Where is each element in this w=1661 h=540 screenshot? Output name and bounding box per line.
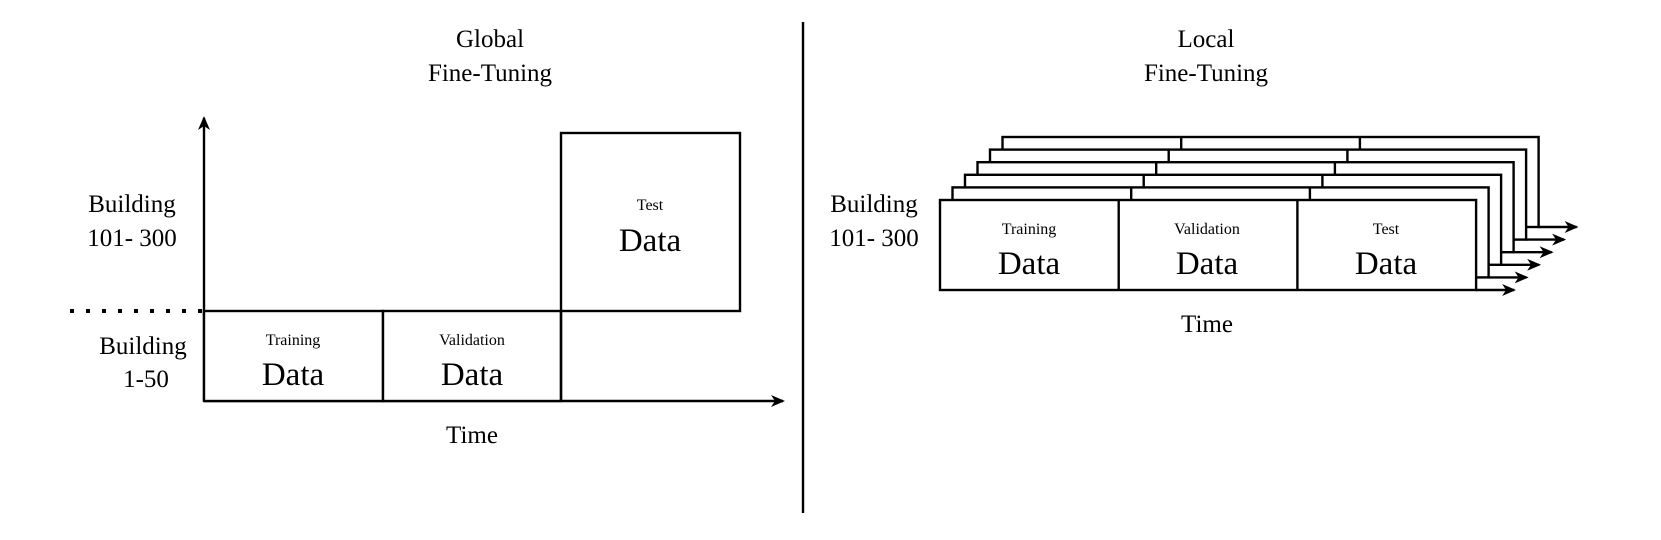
local-stack-layer <box>938 198 1517 296</box>
global-test-block <box>559 131 742 313</box>
local-building-stack <box>938 135 1579 296</box>
global-training-content: Data <box>262 357 325 393</box>
global-test-label: Test <box>637 197 664 214</box>
local-group-line2: 101- 300 <box>829 225 919 252</box>
global-group-bottom-line1: Building <box>99 333 187 360</box>
global-title-line1: Global <box>456 26 524 53</box>
local-title-line2: Fine-Tuning <box>1144 60 1269 87</box>
local-group-line1: Building <box>830 191 918 218</box>
global-training-block <box>202 309 385 403</box>
global-title-line2: Fine-Tuning <box>428 60 553 87</box>
local-test-label: Test <box>1373 221 1400 238</box>
global-training-label: Training <box>266 332 321 349</box>
local-panel: Local Fine-Tuning Building 101- 300 Trai… <box>829 26 1579 338</box>
local-validation-label: Validation <box>1174 221 1240 238</box>
local-validation-content: Data <box>1176 246 1239 282</box>
local-title-line1: Local <box>1178 26 1235 53</box>
global-validation-content: Data <box>441 357 504 393</box>
local-layer-box <box>938 198 1478 292</box>
global-group-bottom-line2: 1-50 <box>123 366 169 393</box>
local-x-axis-label: Time <box>1181 311 1233 338</box>
global-x-axis-label: Time <box>446 422 498 449</box>
local-test-content: Data <box>1355 246 1418 282</box>
global-test-content: Data <box>619 223 682 259</box>
local-training-label: Training <box>1002 221 1057 238</box>
global-group-top-line2: 101- 300 <box>87 225 177 252</box>
global-group-top-line1: Building <box>88 191 176 218</box>
global-validation-label: Validation <box>439 332 505 349</box>
global-panel: Global Fine-Tuning Building 101- 300 Bui… <box>70 26 785 449</box>
local-training-content: Data <box>998 246 1061 282</box>
